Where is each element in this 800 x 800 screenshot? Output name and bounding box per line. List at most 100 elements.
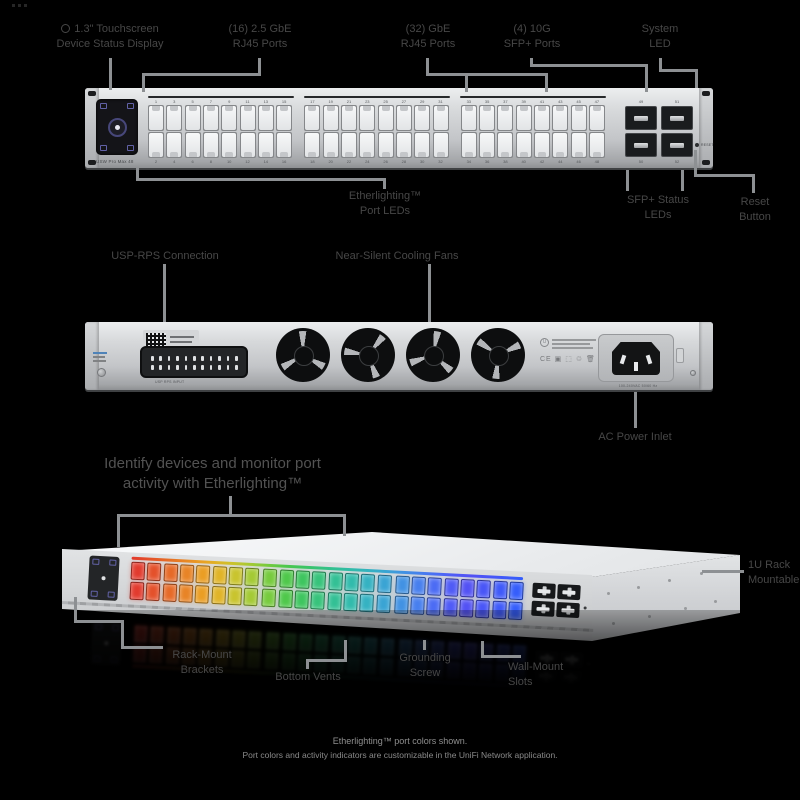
rj45-jack — [378, 133, 393, 157]
touchscreen-display — [96, 99, 138, 155]
rj45-jack — [167, 106, 182, 130]
side-screw — [668, 579, 671, 582]
etherlighting-port — [394, 575, 410, 595]
port-number-bottom: 26 — [383, 159, 388, 164]
reset-text: RESET — [701, 143, 714, 147]
callout-touchscreen: 1.3" Touchscreen Device Status Display — [35, 22, 185, 51]
callout-line-sfpstatus-riser2 — [681, 170, 684, 191]
rj45-jack — [553, 106, 568, 130]
etherlighting-port — [179, 564, 195, 583]
rj45-port — [341, 132, 357, 158]
socket-pin — [645, 354, 653, 365]
sfp-cage — [661, 106, 693, 130]
rj45-jack — [240, 133, 255, 157]
port-number-top: 19 — [328, 99, 333, 104]
port-number-bottom: 32 — [438, 159, 443, 164]
rj45-jack — [396, 133, 411, 157]
sfp-cage — [625, 133, 657, 157]
rj45-jack — [498, 133, 513, 157]
cooling-fan — [471, 328, 525, 382]
rj45-port — [552, 132, 569, 158]
port-number-top: 39 — [521, 99, 526, 104]
callout-line2: Port LEDs — [359, 204, 411, 217]
port-number-top: 29 — [419, 99, 425, 104]
compliance-mark: CE ▣ ⬚ ♲ 🗑 — [540, 356, 596, 363]
callout-line1: System — [641, 23, 679, 35]
rj45-jack — [258, 106, 273, 130]
footnote-caption: Etherlighting™ port colors shown. Port c… — [200, 736, 600, 760]
usp-rps-connector — [140, 346, 248, 378]
rps-pin — [167, 356, 171, 361]
callout-line2: Button — [739, 210, 771, 223]
side-screw — [607, 592, 610, 595]
rj45-port — [497, 105, 514, 131]
socket-pin — [634, 362, 638, 371]
rps-pin — [235, 365, 238, 370]
rj45-jack — [185, 133, 200, 157]
rj45-jack — [461, 133, 476, 157]
heading-line1: Identify devices and monitor port — [104, 455, 321, 472]
callout-line-sfp-drop — [645, 67, 648, 92]
rj45-jack — [203, 133, 218, 157]
callout-sfp-status: SFP+ Status LEDs — [603, 193, 713, 222]
rj45-jack — [360, 133, 375, 157]
rj45-port — [239, 132, 256, 158]
callout-bracket: Rack-Mount Brackets — [162, 648, 242, 677]
angled-display — [87, 555, 120, 601]
rj45-jack — [433, 133, 448, 157]
rj45-jack — [415, 106, 430, 130]
chassis-screw — [690, 370, 696, 376]
ce-mark: CE — [540, 356, 552, 363]
etherlighting-port — [262, 568, 278, 588]
etherlighting-port — [492, 580, 508, 600]
etherlighting-port — [344, 572, 360, 592]
etherlighting-port — [460, 578, 475, 598]
side-screw — [637, 586, 640, 589]
rps-pin — [176, 356, 179, 361]
port-number-bottom: 24 — [365, 159, 370, 164]
regulatory-text-line — [552, 347, 593, 349]
callout-line1: Bottom Vents — [275, 671, 341, 683]
compliance-text-line — [93, 360, 106, 362]
rj45-port — [304, 105, 321, 131]
callout-line-reset-v2 — [752, 177, 755, 193]
etherlighting-port — [210, 585, 226, 605]
sfp-port-number: 50 — [638, 159, 644, 164]
rj45-port — [341, 105, 357, 131]
caption-line2: Port colors and activity indicators are … — [242, 750, 558, 760]
touch-icon — [61, 24, 71, 33]
port-number-top: 25 — [383, 99, 388, 104]
port-number-bottom: 12 — [245, 159, 250, 164]
rj45-jack — [480, 106, 495, 130]
callout-line-1g-horiz — [426, 73, 548, 76]
rps-pin — [201, 356, 204, 361]
rj45-jack — [305, 133, 320, 157]
port-number-top: 27 — [401, 99, 407, 104]
callout-line-ether-horiz — [136, 178, 386, 181]
display-corner-icon — [127, 103, 134, 109]
callout-line-vents-h — [306, 659, 347, 662]
rj45-port — [257, 105, 274, 131]
rps-pin — [167, 365, 171, 370]
rj45-port — [534, 105, 550, 131]
etherlighting-port — [376, 574, 392, 594]
compliance-text-line — [93, 352, 107, 354]
etherlighting-port — [227, 586, 243, 606]
rps-pin — [193, 356, 196, 361]
callout-line1: USP-RPS Connection — [111, 250, 219, 262]
rj45-port — [588, 132, 605, 158]
angled-sfp-cage — [532, 582, 556, 599]
callout-line2: Brackets — [180, 663, 224, 676]
callout-vents: Bottom Vents — [258, 670, 358, 685]
rj45-port — [588, 105, 605, 131]
callout-line2: Slots — [508, 675, 533, 688]
callout-line-wallmount-v — [481, 641, 484, 658]
rps-pin — [151, 356, 154, 361]
rj45-jack — [360, 106, 375, 130]
callout-touchscreen-line1: 1.3" Touchscreen — [74, 23, 159, 35]
power-cord-clip — [676, 348, 684, 363]
callout-line1: (16) 2.5 GbE — [228, 23, 292, 35]
rj45-jack — [342, 133, 356, 157]
callout-line-ether-drop — [383, 181, 386, 189]
rj45-jack — [323, 106, 338, 130]
